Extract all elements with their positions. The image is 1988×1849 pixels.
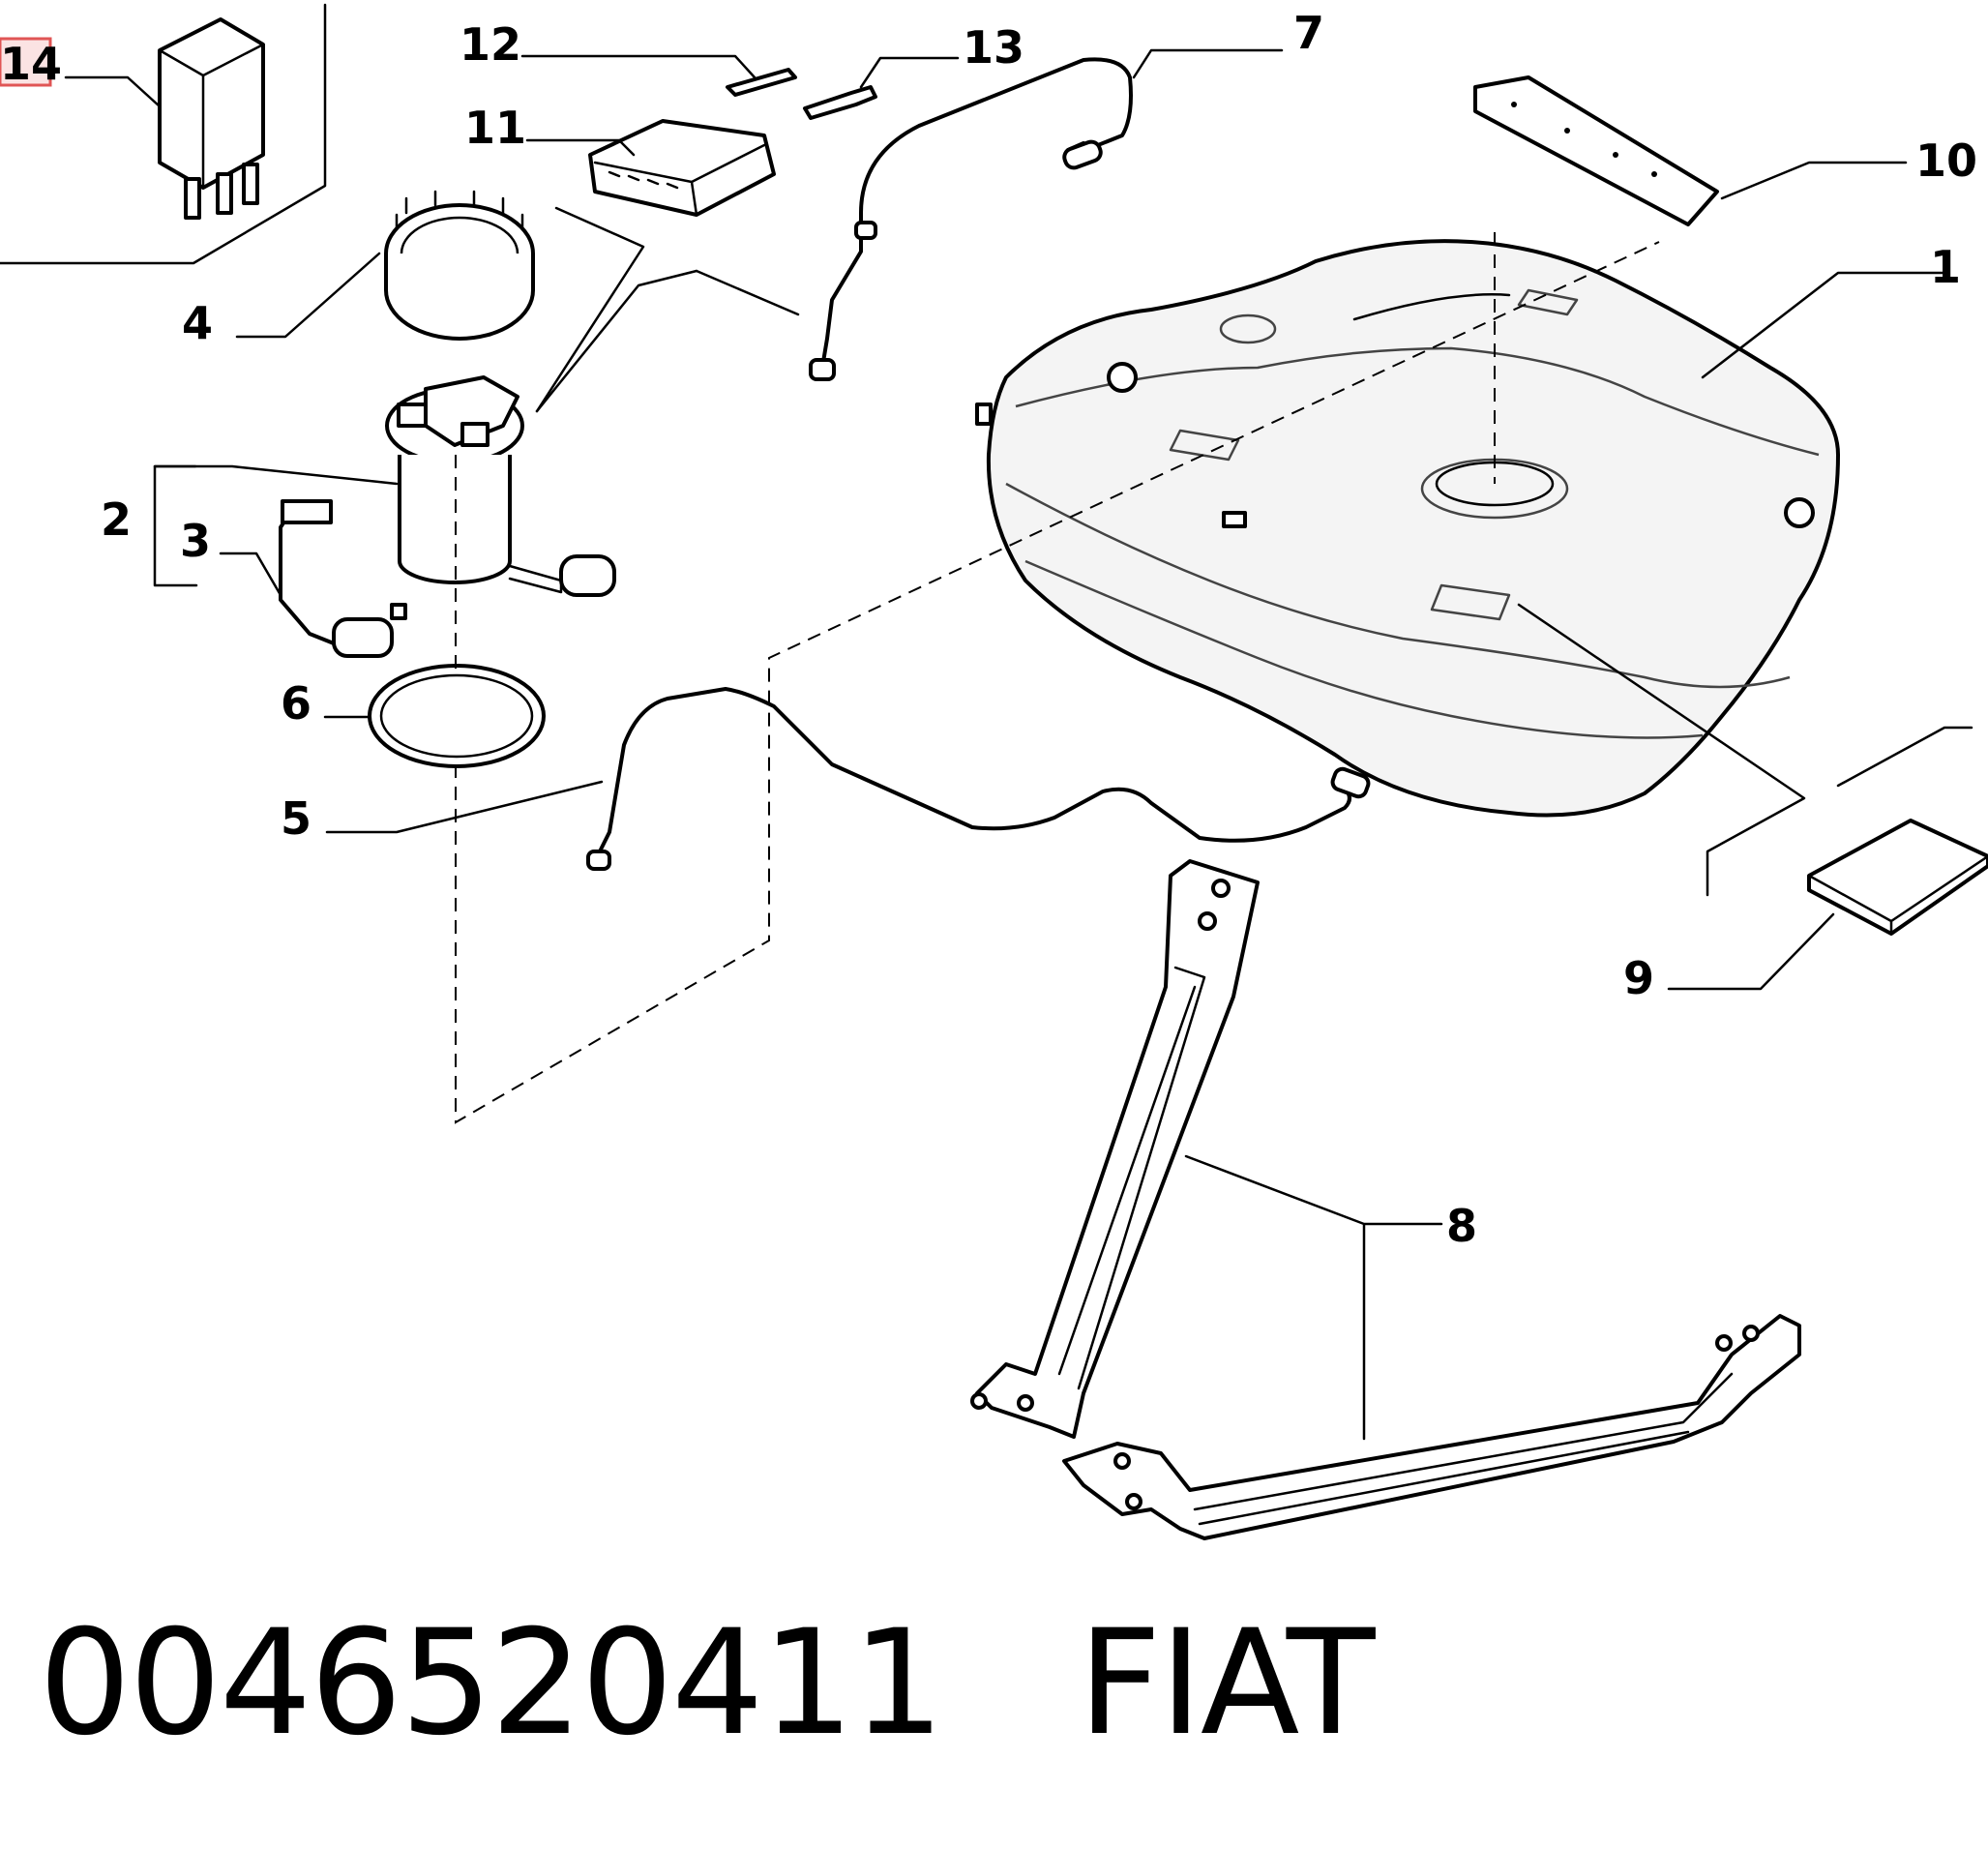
leader-10: [1720, 161, 1908, 200]
seal-ring-part: [368, 664, 546, 768]
leader-right-edge: [1836, 726, 1973, 788]
fuel-tank-part: [975, 239, 1840, 818]
leader-4: [235, 252, 381, 339]
footer: 0046520411 FIAT: [39, 1599, 1375, 1768]
callout-12: 12: [460, 18, 521, 71]
leader-group-c: [695, 269, 800, 316]
pad-9-part: [1807, 819, 1988, 936]
leader-5: [325, 780, 604, 834]
strap-vertical-part: [970, 859, 1260, 1439]
callout-6: 6: [281, 677, 312, 730]
leader-2: [153, 464, 399, 486]
level-sender-part: [279, 499, 407, 658]
leader-group-b: [535, 269, 698, 413]
brand-name: FIAT: [1078, 1599, 1375, 1768]
leader-group-a: [535, 206, 645, 413]
callout-13: 13: [963, 21, 1024, 74]
callout-5: 5: [281, 792, 312, 845]
fuel-pump-module: [385, 375, 616, 597]
leader-14: [64, 75, 162, 108]
connector-part: [588, 119, 776, 217]
callout-1: 1: [1930, 241, 1961, 293]
callout-4: 4: [182, 297, 213, 349]
callout-3: 3: [180, 515, 211, 567]
fuel-line-7-part: [809, 57, 1133, 381]
lock-ring-part: [384, 190, 535, 341]
guide-mount: [455, 241, 1660, 1124]
callout-11: 11: [464, 102, 526, 154]
leader-7: [1132, 48, 1284, 79]
leader-3: [219, 552, 282, 597]
leader-1: [1701, 271, 1946, 379]
pad-10-part: [1473, 75, 1719, 226]
leader-tank-9: [1517, 603, 1806, 897]
part-number: 0046520411: [39, 1599, 944, 1768]
relay-part: [0, 3, 327, 265]
leader-11: [525, 138, 636, 157]
leader-13: [859, 56, 960, 89]
strap-horizontal-part: [1062, 1314, 1801, 1540]
terminal-13-part: [803, 85, 877, 120]
callout-7: 7: [1293, 7, 1324, 59]
callout-2: 2: [101, 493, 132, 546]
leader-9: [1667, 912, 1835, 991]
callout-10: 10: [1915, 134, 1977, 187]
callout-9: 9: [1623, 952, 1654, 1004]
callout-14: 14: [0, 38, 62, 90]
terminal-12-part: [726, 68, 797, 97]
leader-12: [520, 54, 757, 79]
callout-8: 8: [1446, 1200, 1477, 1252]
leader-8: [1184, 1154, 1443, 1441]
fuel-line-5-part: [586, 687, 1371, 871]
callout-14-highlight: [0, 37, 52, 87]
